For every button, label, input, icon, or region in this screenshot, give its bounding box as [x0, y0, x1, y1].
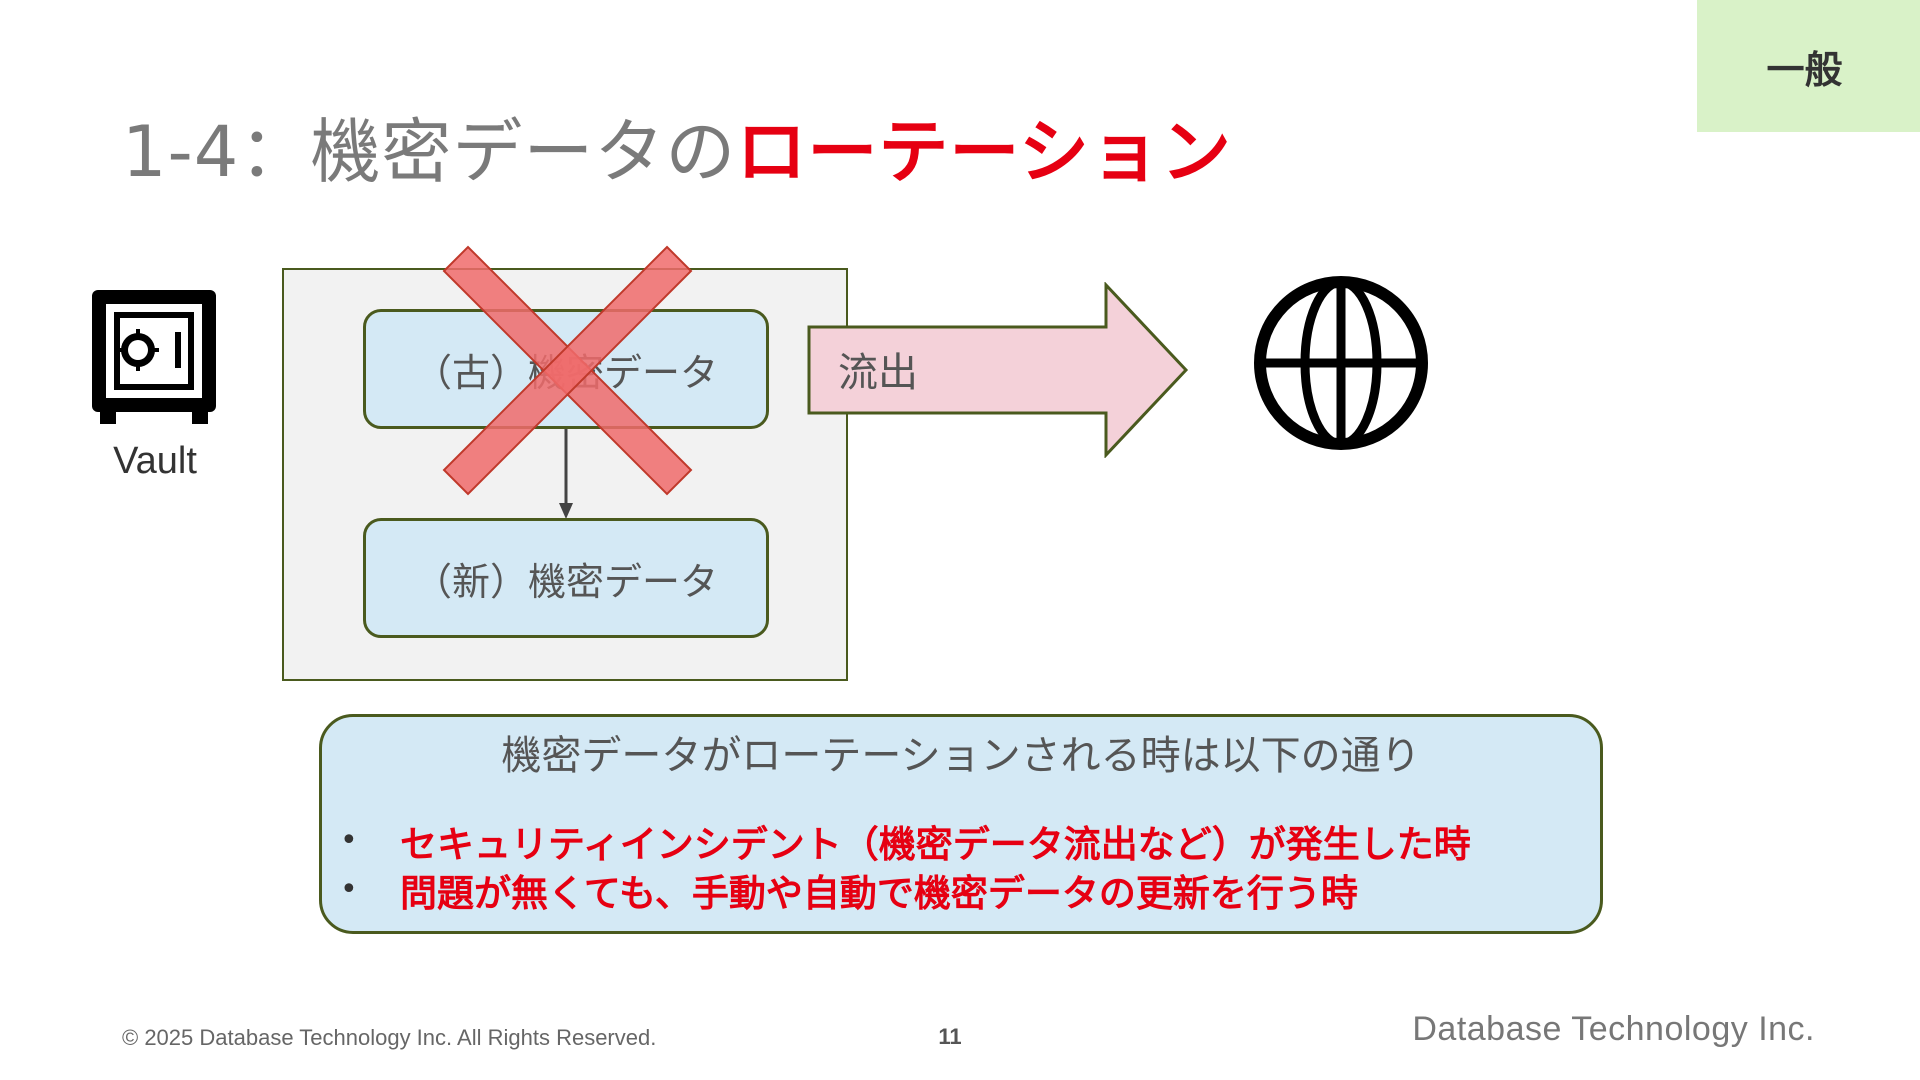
- slide-title: 1-4：機密データのローテーション: [122, 96, 1232, 197]
- bullet-icon: •: [340, 872, 358, 907]
- page-number: 11: [938, 1024, 962, 1049]
- vault-label: Vault: [113, 440, 197, 482]
- new-secret-label: （新）機密データ: [413, 559, 718, 604]
- leak-label: 流出: [838, 350, 918, 396]
- right-arrow-icon: [807, 282, 1189, 458]
- title-highlight: ローテーション: [736, 111, 1232, 193]
- list-item: • 問題が無くても、手動や自動で機密データの更新を行う時: [340, 865, 1471, 915]
- bullet-text: 問題が無くても、手動や自動で機密データの更新を行う時: [400, 871, 1358, 915]
- globe-icon: [1254, 276, 1428, 450]
- info-panel: [319, 714, 1603, 934]
- classification-tag: 一般: [1697, 0, 1920, 132]
- cross-mark-icon: [442, 245, 693, 496]
- list-item: • セキュリティインシデント（機密データ流出など）が発生した時: [340, 816, 1471, 866]
- down-arrow-icon: [559, 429, 573, 519]
- company-logo: Database Technology Inc.: [1412, 1010, 1815, 1048]
- bullet-text: セキュリティインシデント（機密データ流出など）が発生した時: [400, 822, 1471, 866]
- info-bullet-list: • セキュリティインシデント（機密データ流出など）が発生した時 • 問題が無くても、…: [340, 816, 1471, 915]
- copyright-text: © 2025 Database Technology Inc. All Righ…: [122, 1025, 657, 1050]
- bullet-icon: •: [340, 823, 358, 858]
- title-prefix: 1-4：機密データの: [122, 111, 737, 193]
- new-secret-box: （新）機密データ: [363, 518, 769, 638]
- info-heading: 機密データがローテーションされる時は以下の通り: [501, 733, 1421, 779]
- safe-icon: [92, 290, 216, 424]
